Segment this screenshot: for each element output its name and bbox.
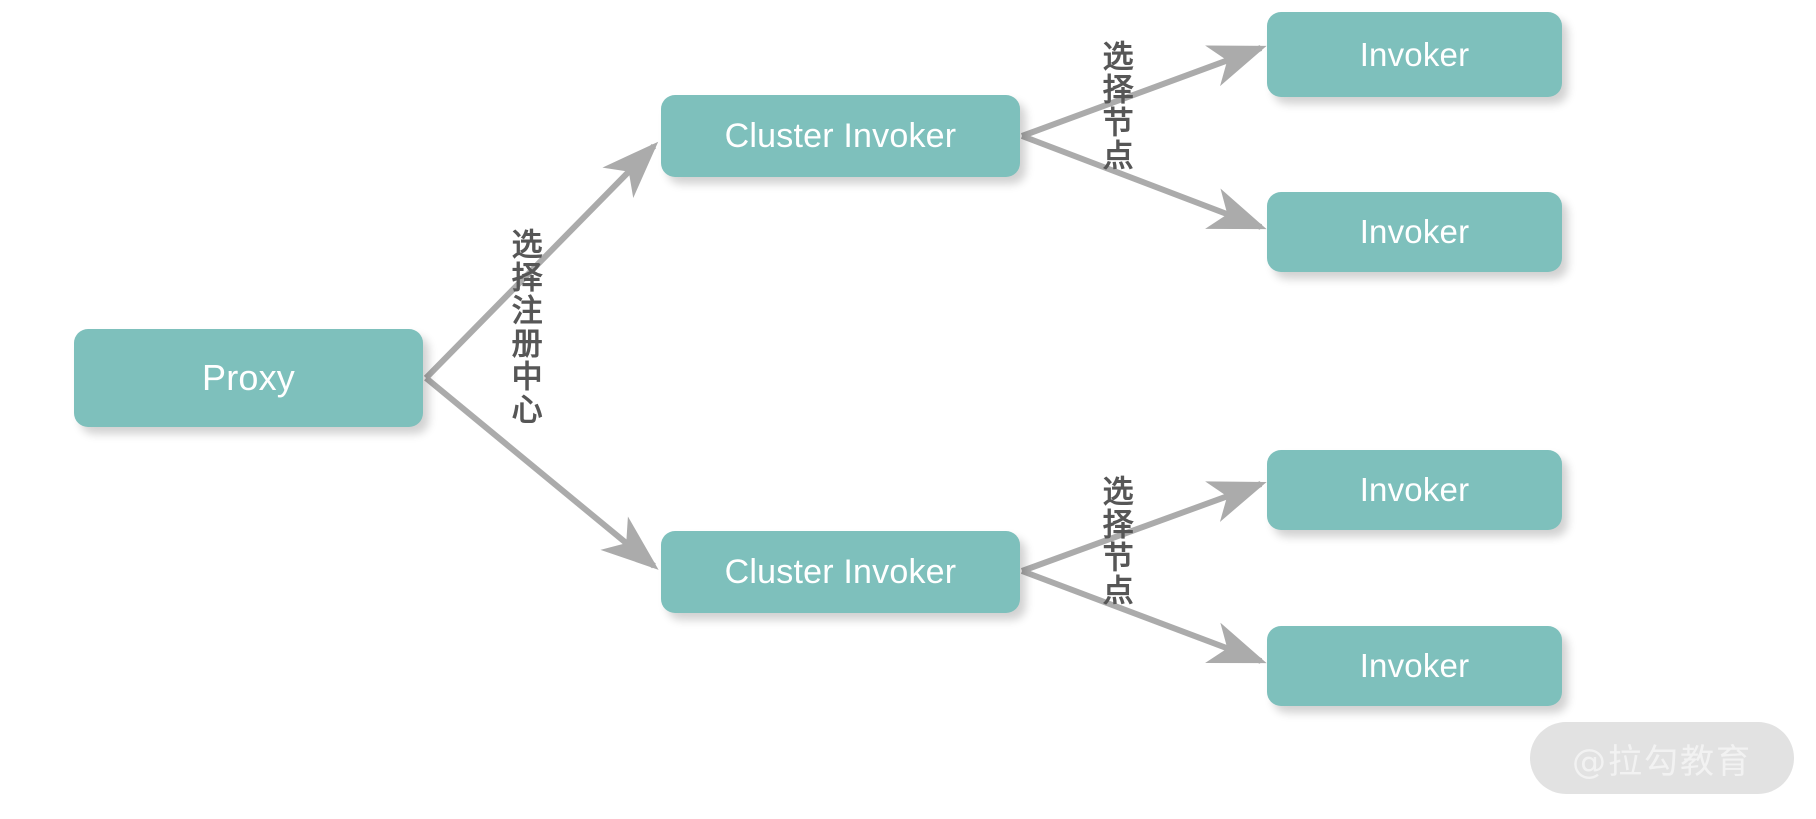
edge-label-select-registry: 选择注册中心 [505, 228, 542, 426]
edge-label-select-node-bottom: 选择节点 [1096, 475, 1133, 607]
node-invoker-4-label: Invoker [1359, 647, 1470, 684]
edge-cluster-2-to-invoker-3 [1020, 481, 1267, 574]
edge-label-select-node-top: 选择节点 [1096, 40, 1133, 172]
node-invoker-3[interactable]: Invoker [1267, 450, 1562, 530]
node-cluster-invoker-1[interactable]: Cluster Invoker [661, 95, 1020, 177]
node-proxy[interactable]: Proxy [74, 329, 423, 427]
node-invoker-1-label: Invoker [1359, 35, 1470, 73]
node-cluster-invoker-1-label: Cluster Invoker [724, 116, 957, 155]
edge-cluster-2-to-invoker-4 [1020, 568, 1267, 664]
node-invoker-3-label: Invoker [1359, 471, 1470, 508]
watermark-badge: @拉勾教育 [1530, 722, 1794, 794]
node-invoker-2[interactable]: Invoker [1267, 192, 1562, 272]
watermark-text: @拉勾教育 [1572, 741, 1752, 782]
edge-cluster-1-to-invoker-1 [1020, 45, 1267, 139]
node-cluster-invoker-2[interactable]: Cluster Invoker [661, 531, 1020, 613]
node-invoker-4[interactable]: Invoker [1267, 626, 1562, 706]
edge-cluster-1-to-invoker-2 [1020, 133, 1267, 230]
node-invoker-1[interactable]: Invoker [1267, 12, 1562, 97]
node-invoker-2-label: Invoker [1359, 213, 1470, 250]
node-cluster-invoker-2-label: Cluster Invoker [724, 552, 957, 591]
node-proxy-label: Proxy [201, 357, 296, 398]
